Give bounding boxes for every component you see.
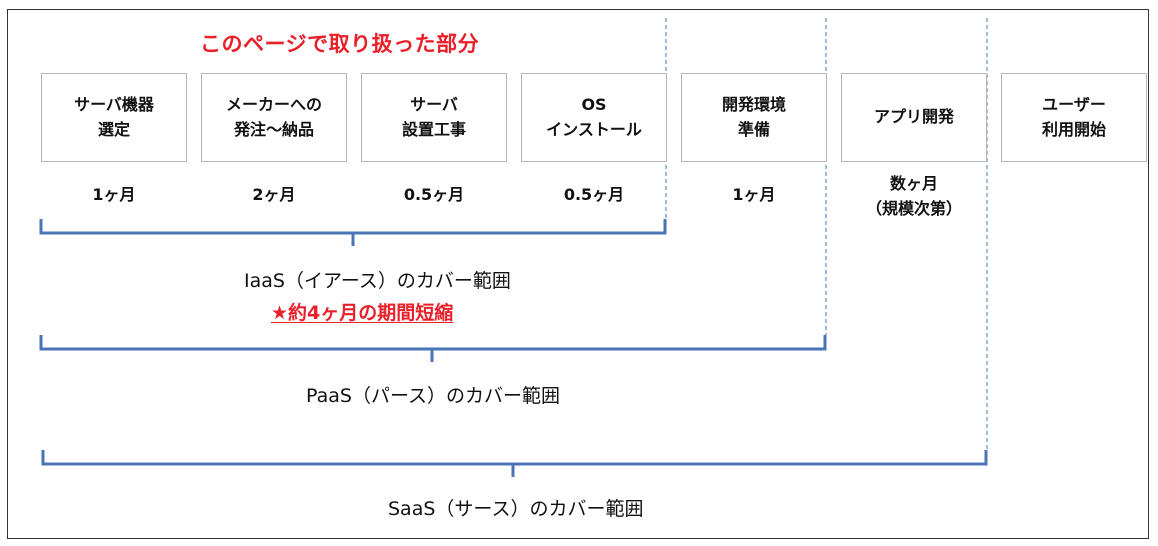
saas-bracket [41,450,988,477]
step-os-install: OS インストール [521,73,667,162]
duration-dev-environment: 1ヶ月 [732,185,776,204]
saas-coverage-label: SaaS（サース）のカバー範囲 [388,498,644,520]
step-user-start: ユーザー 利用開始 [1001,73,1147,162]
covered-scope-heading: このページで取り扱った部分 [200,32,480,56]
iaas-coverage-label: IaaS（イアース）のカバー範囲 [244,270,511,292]
step-server-installation: サーバ 設置工事 [361,73,507,162]
duration-server-selection: 1ヶ月 [92,185,136,204]
diagram-frame [7,9,1149,539]
duration-app-development: 数ヶ月 （規模次第） [865,174,962,218]
iaas-time-saving-note: ★約4ヶ月の期間短縮 [271,302,454,324]
iaas-bracket [39,219,667,246]
paas-bracket [39,335,827,362]
duration-os-install: 0.5ヶ月 [563,185,625,204]
step-order-delivery: メーカーへの 発注～納品 [201,73,347,162]
step-server-selection: サーバ機器 選定 [41,73,187,162]
duration-server-installation: 0.5ヶ月 [403,185,465,204]
step-dev-environment: 開発環境 準備 [681,73,827,162]
duration-order-delivery: 2ヶ月 [252,185,296,204]
step-app-development: アプリ開発 [841,73,987,162]
paas-coverage-label: PaaS（パース）のカバー範囲 [306,385,561,407]
